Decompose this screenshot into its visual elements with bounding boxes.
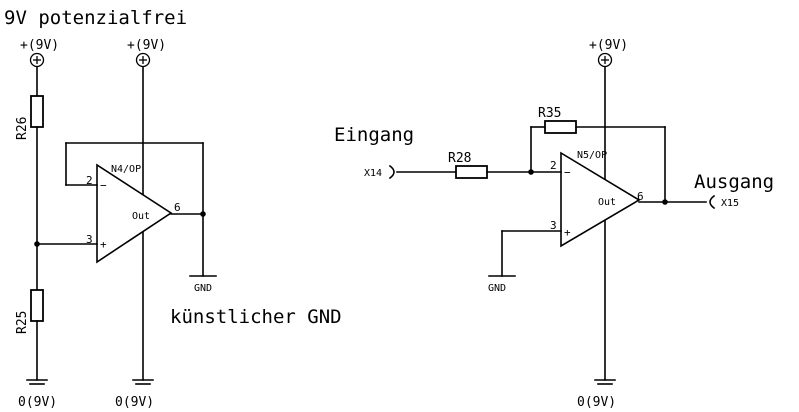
resistor-label-r26: R26	[15, 117, 30, 140]
supply-terminal-left	[29, 52, 45, 68]
artificial-gnd-label: künstlicher GND	[170, 306, 342, 328]
gnd-label-2: GND	[488, 283, 506, 294]
opamp-n5-minus: −	[564, 166, 571, 179]
connector-label-x14: X14	[364, 168, 382, 179]
opamp-n4-minus: −	[100, 179, 107, 192]
supply-label-n5: +(9V)	[589, 38, 628, 53]
junction-n5-output	[662, 199, 668, 205]
opamp-n4	[96, 163, 173, 264]
resistor-r25	[30, 289, 44, 322]
opamp-n5-out: Out	[598, 197, 616, 208]
opamp-n5-pin-inv: 2	[550, 159, 557, 172]
opamp-n4-pin-noninv: 3	[86, 233, 93, 246]
zero-label-n5: 0(9V)	[577, 395, 616, 410]
supply-label-n4: +(9V)	[127, 38, 166, 53]
connector-x14	[388, 164, 395, 180]
opamp-n5-pin-noninv: 3	[550, 219, 557, 232]
opamp-n4-name: N4/OP	[111, 164, 141, 175]
resistor-r35	[544, 120, 577, 134]
ground-symbol-left	[26, 379, 48, 385]
opamp-n5-plus: +	[564, 226, 571, 239]
resistor-label-r25: R25	[15, 311, 30, 334]
zero-label-n4: 0(9V)	[115, 395, 154, 410]
gnd-label-1: GND	[194, 283, 212, 294]
opamp-n5-pin-out: 6	[637, 190, 644, 203]
title-label: 9V potenzialfrei	[4, 7, 187, 29]
supply-terminal-n4	[135, 52, 151, 68]
resistor-label-r35: R35	[538, 106, 561, 121]
resistor-r28	[455, 165, 488, 179]
connector-label-x15: X15	[721, 198, 739, 209]
input-label: Eingang	[334, 124, 414, 146]
resistor-r26	[30, 95, 44, 128]
opamp-n5-name: N5/OP	[577, 150, 607, 161]
opamp-n4-out: Out	[132, 211, 150, 222]
opamp-n4-pin-out: 6	[174, 201, 181, 214]
zero-label-left: 0(9V)	[18, 395, 57, 410]
opamp-n5	[560, 151, 641, 248]
supply-terminal-n5	[597, 52, 613, 68]
junction-n4-output	[200, 211, 206, 217]
connector-x15	[709, 194, 716, 210]
resistor-label-r28: R28	[448, 151, 471, 166]
opamp-n4-pin-inv: 2	[86, 174, 93, 187]
opamp-n4-plus: +	[100, 238, 107, 251]
ground-symbol-n5	[594, 379, 616, 385]
output-label: Ausgang	[694, 171, 774, 193]
supply-label-left: +(9V)	[20, 38, 59, 53]
